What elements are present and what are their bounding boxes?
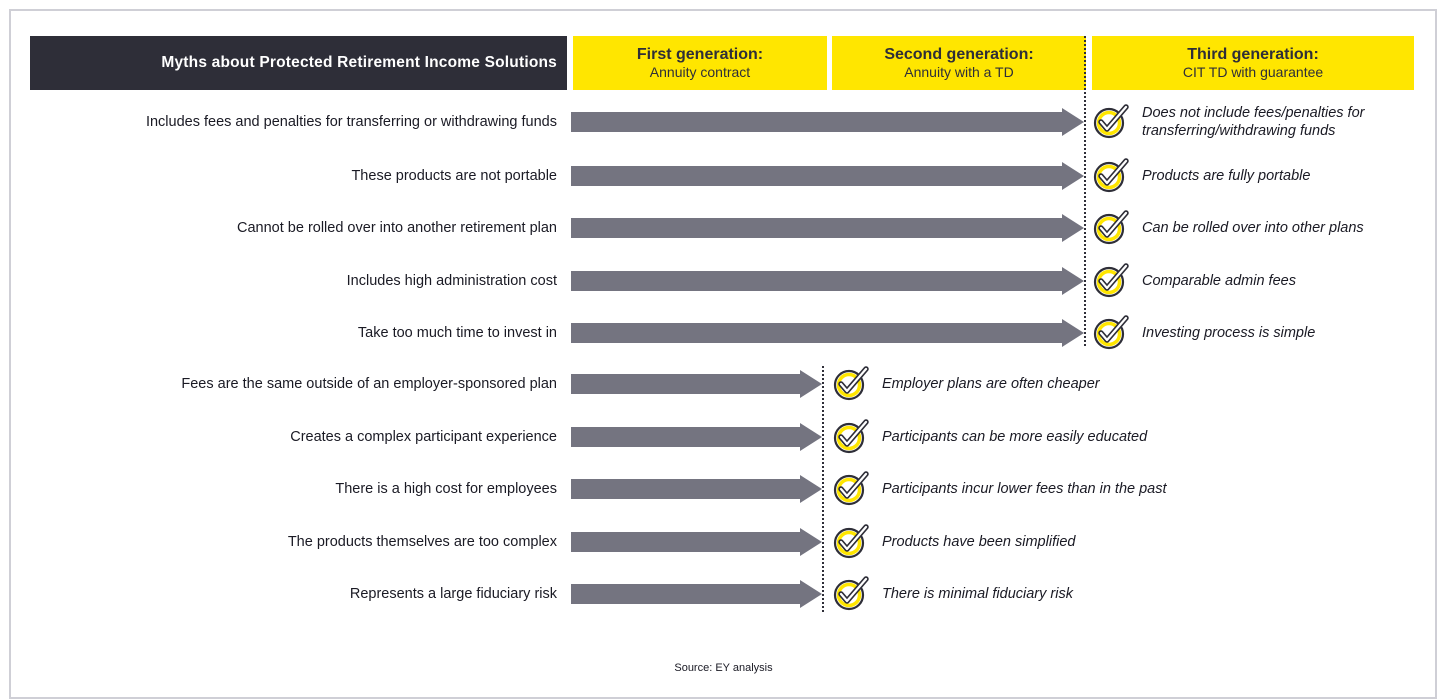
myth-arrow (571, 423, 822, 451)
first-generation-title: First generation: (636, 46, 764, 63)
myth-arrow (571, 528, 822, 556)
outcome-text: Can be rolled over into other plans (1142, 220, 1364, 236)
arrow-shape (571, 370, 822, 398)
myths-header-title: Myths about Protected Retirement Income … (161, 54, 557, 71)
first-generation-subtitle: Annuity contract (649, 64, 751, 80)
check-badge-icon (1093, 104, 1129, 139)
outcome-text: Employer plans are often cheaper (882, 376, 1100, 392)
myth-arrow (571, 267, 1084, 295)
myth-arrow (571, 475, 822, 503)
second-generation-title: Second generation: (884, 46, 1034, 63)
myth-arrow (571, 108, 1084, 136)
outcome-text: Participants incur lower fees than in th… (882, 481, 1167, 497)
arrow-shape (571, 475, 822, 503)
arrow-shape (571, 423, 822, 451)
arrow-shape (571, 580, 822, 608)
myth-label: The products themselves are too complex (287, 534, 557, 550)
myth-label: Fees are the same outside of an employer… (181, 376, 557, 392)
source-text: EY analysis (715, 662, 773, 674)
check-badge-icon (833, 576, 869, 611)
check-badge-icon (833, 524, 869, 559)
arrow-shape (571, 267, 1084, 295)
arrow-shape (571, 319, 1084, 347)
arrow-shape (571, 214, 1084, 242)
myth-arrow (571, 162, 1084, 190)
second-generation-divider (822, 366, 824, 612)
third-generation-header: Third generation: CIT TD with guarantee (1092, 36, 1414, 90)
check-badge-icon (833, 366, 869, 401)
outcome-text: Comparable admin fees (1142, 273, 1296, 289)
check-badge-icon (1093, 315, 1129, 350)
myth-label: These products are not portable (351, 168, 557, 184)
myth-arrow (571, 319, 1084, 347)
check-badge-icon (833, 419, 869, 454)
check-badge-icon (1093, 158, 1129, 193)
outcome-text: Does not include fees/penalties for tran… (1142, 105, 1365, 139)
myth-label: Creates a complex participant experience (290, 429, 557, 445)
second-generation-subtitle: Annuity with a TD (904, 64, 1014, 80)
arrow-shape (571, 162, 1084, 190)
outcome-text: Participants can be more easily educated (882, 429, 1148, 445)
outcome-text: Investing process is simple (1142, 325, 1316, 341)
check-badge-icon (1093, 263, 1129, 298)
arrow-shape (571, 108, 1084, 136)
myth-label: Includes fees and penalties for transfer… (145, 114, 557, 130)
outcome-text: Products have been simplified (882, 534, 1076, 550)
third-generation-title: Third generation: (1187, 46, 1319, 63)
myth-label: Take too much time to invest in (357, 325, 557, 341)
arrow-shape (571, 528, 822, 556)
myths-header: Myths about Protected Retirement Income … (30, 36, 567, 90)
myth-arrow (571, 214, 1084, 242)
myth-label: Includes high administration cost (346, 273, 557, 289)
myth-label: There is a high cost for employees (335, 481, 557, 497)
myth-label: Represents a large fiduciary risk (349, 586, 557, 602)
source-label: Source: (674, 662, 713, 674)
outcome-text: There is minimal fiduciary risk (882, 586, 1073, 602)
third-generation-divider (1084, 36, 1086, 346)
first-generation-header: First generation: Annuity contract (573, 36, 827, 90)
check-badge-icon (833, 471, 869, 506)
third-generation-subtitle: CIT TD with guarantee (1182, 64, 1324, 80)
source-note: Source: EY analysis (0, 662, 1447, 674)
myth-arrow (571, 580, 822, 608)
second-generation-header: Second generation: Annuity with a TD (832, 36, 1086, 90)
myth-arrow (571, 370, 822, 398)
myth-label: Cannot be rolled over into another retir… (237, 220, 557, 236)
check-badge-icon (1093, 210, 1129, 245)
outcome-text: Products are fully portable (1142, 168, 1311, 184)
